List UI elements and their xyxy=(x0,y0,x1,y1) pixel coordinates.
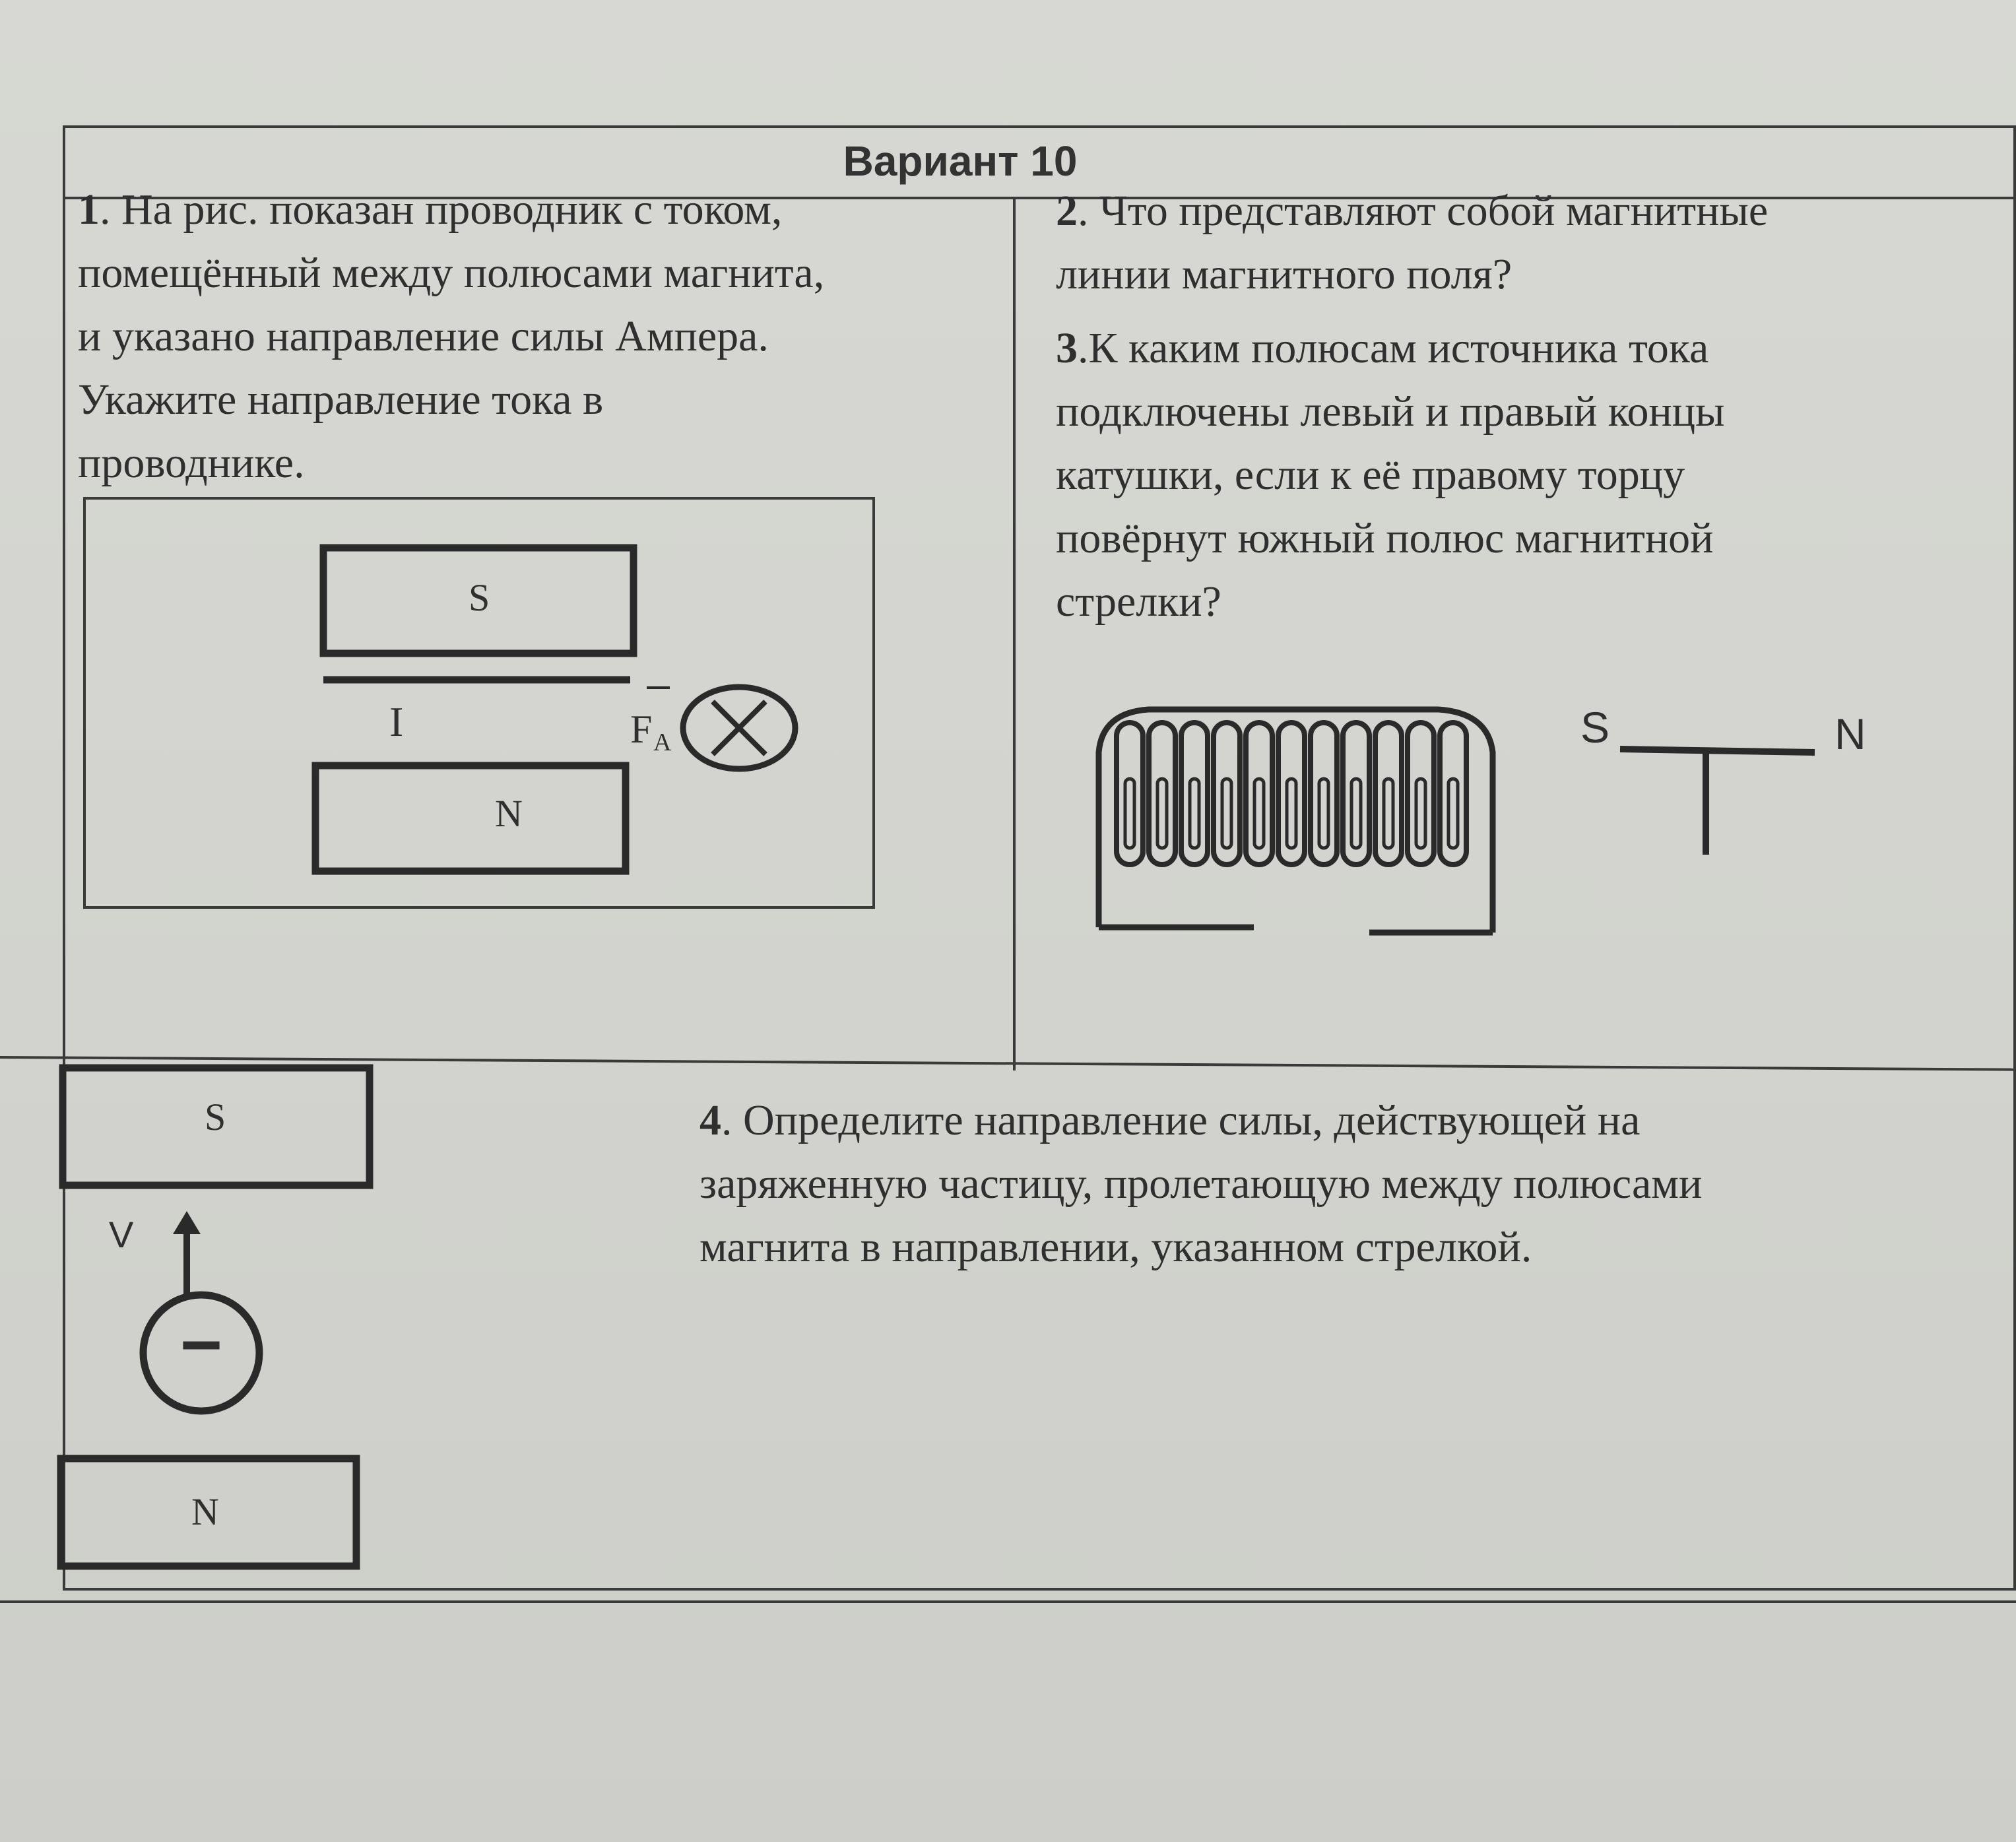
figure-3: S N xyxy=(1095,703,1866,936)
fig4-magnet-n-label: N xyxy=(191,1490,219,1533)
question-3-number: 3 xyxy=(1056,324,1078,372)
coil-turn-inner xyxy=(1155,777,1169,850)
coil-turn xyxy=(1437,720,1469,867)
coil-turn xyxy=(1308,720,1340,867)
magnet-s-pole xyxy=(319,544,637,657)
coil-turns xyxy=(1114,720,1469,867)
coil-outline xyxy=(1095,706,1496,933)
question-1: 1. На рис. показан проводник с током, по… xyxy=(78,178,1015,495)
cross-line-2 xyxy=(711,700,767,756)
coil-turn-inner xyxy=(1414,777,1427,850)
force-label: F xyxy=(630,707,652,751)
fig4-magnet-s-pole xyxy=(59,1064,374,1189)
coil-turn-inner xyxy=(1220,777,1233,850)
coil-turn xyxy=(1373,720,1404,867)
coil-turn xyxy=(1405,720,1437,867)
coil-turn xyxy=(1243,720,1275,867)
question-4-text: . Определите направление силы, действующ… xyxy=(699,1096,1703,1271)
question-3: 3.К каким полюсам источника тока подключ… xyxy=(1056,317,1993,634)
charge-sign: − xyxy=(180,1304,222,1385)
figure-1: S I F A N xyxy=(83,497,875,909)
task-table xyxy=(63,125,2016,1591)
variant-title: Вариант 10 xyxy=(843,137,1078,185)
fig4-magnet-n-pole xyxy=(57,1455,360,1570)
figure-4: S V − N xyxy=(57,1064,374,1570)
magnet-n-pole xyxy=(311,762,630,875)
magnet-n-label: N xyxy=(495,792,523,835)
coil-turn xyxy=(1146,720,1178,867)
coil-turn-inner xyxy=(1252,777,1266,850)
question-1-number: 1 xyxy=(78,185,100,234)
question-4-number: 4 xyxy=(699,1096,721,1144)
question-2: 2. Что представляют собой магнитные лини… xyxy=(1056,180,1993,306)
question-3-text: .К каким полюсам источника тока подключе… xyxy=(1056,324,1725,626)
negative-charge-icon xyxy=(139,1291,263,1415)
coil-turn-inner xyxy=(1349,777,1363,850)
coil-turn xyxy=(1211,720,1243,867)
figure-1-frame xyxy=(83,497,875,909)
magnet-s-label: S xyxy=(469,576,490,619)
coil-turn xyxy=(1340,720,1372,867)
velocity-arrow-head-icon xyxy=(173,1211,201,1234)
coil-turn-inner xyxy=(1317,777,1330,850)
coil-turn-inner xyxy=(1382,777,1395,850)
current-label: I xyxy=(389,698,403,745)
field-into-page-icon xyxy=(680,684,798,772)
force-subscript: A xyxy=(653,729,672,756)
coil-turn-inner xyxy=(1285,777,1298,850)
fig4-magnet-s-label: S xyxy=(205,1096,226,1138)
question-1-text: . На рис. показан проводник с током, пом… xyxy=(78,185,825,487)
needle-s-label: S xyxy=(1580,703,1610,752)
title-row: Вариант 10 xyxy=(63,125,2016,199)
question-2-text: . Что представляют собой магнитные линии… xyxy=(1056,187,1769,298)
needle-n-label: N xyxy=(1835,709,1866,758)
question-2-number: 2 xyxy=(1056,187,1078,235)
magnetic-needle-bar xyxy=(1619,746,1815,756)
coil-turn xyxy=(1179,720,1210,867)
coil-turn xyxy=(1276,720,1307,867)
coil-turn-inner xyxy=(1188,777,1201,850)
question-4: 4. Определите направление силы, действую… xyxy=(699,1089,1993,1279)
table-bottom-border xyxy=(0,1600,2016,1603)
coil-turn xyxy=(1114,720,1146,867)
coil-turn-inner xyxy=(1447,777,1460,850)
coil-turn-inner xyxy=(1123,777,1136,850)
column-divider xyxy=(1013,199,1016,1070)
velocity-label: V xyxy=(109,1214,134,1255)
